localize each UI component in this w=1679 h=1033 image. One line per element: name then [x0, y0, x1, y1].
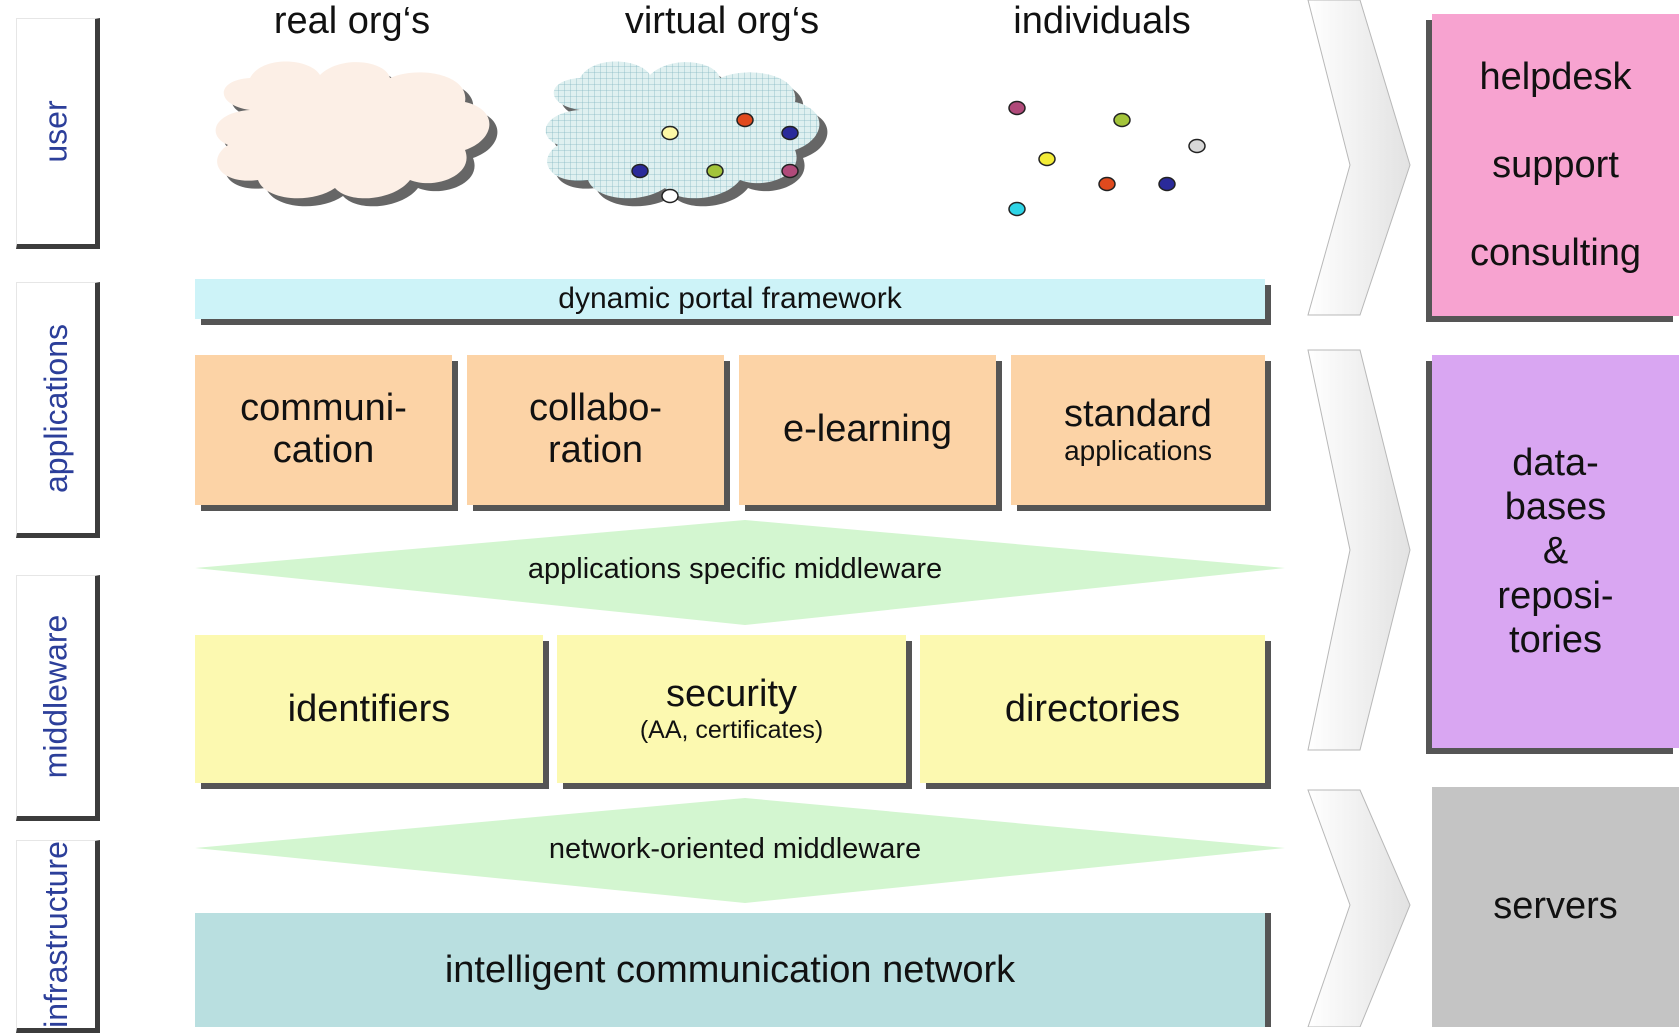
layer-label-applications: applications: [37, 323, 74, 493]
virtual-orgs-heading: virtual org‘s: [624, 0, 820, 42]
databases-line-1: data-: [1512, 442, 1599, 485]
arrow-top: [1307, 0, 1411, 316]
directories-box: directories: [920, 635, 1265, 783]
servers-label: servers: [1493, 885, 1618, 928]
support-label: support: [1492, 144, 1619, 186]
network-middleware-label: network-oriented middleware: [548, 833, 922, 865]
communication-line-1: communi-: [240, 387, 407, 430]
layer-tab-infrastructure: infrastructure: [16, 840, 100, 1033]
databases-box: data- bases & reposi- tories: [1432, 355, 1679, 748]
standard-applications-box: standard applications: [1011, 355, 1265, 505]
real-orgs-heading: real org‘s: [273, 0, 431, 42]
databases-line-3: &: [1542, 530, 1569, 573]
identifiers-box: identifiers: [195, 635, 543, 783]
layer-label-infrastructure: infrastructure: [37, 841, 74, 1028]
helpdesk-label: helpdesk: [1479, 56, 1632, 98]
applications-label: applications: [1064, 434, 1212, 466]
dynamic-portal-framework: dynamic portal framework: [195, 279, 1265, 319]
directories-label: directories: [1004, 687, 1181, 730]
layer-label-middleware: middleware: [37, 614, 74, 778]
databases-line-2: bases: [1504, 486, 1607, 529]
security-label: security: [666, 673, 797, 715]
elearning-box: e-learning: [739, 355, 996, 505]
communication-box: communi- cation: [195, 355, 452, 505]
arrow-bottom: [1307, 789, 1411, 1027]
network-middleware-diamond: [195, 798, 1285, 903]
network-label: intelligent communication network: [444, 948, 1016, 991]
security-sub-label: (AA, certificates): [639, 716, 824, 744]
real-org-cloud-body: [215, 61, 490, 199]
servers-box: servers: [1432, 787, 1679, 1027]
application-middleware-label: applications specific middleware: [527, 553, 943, 585]
collaboration-box: collabo- ration: [467, 355, 724, 505]
communication-line-2: cation: [272, 429, 375, 471]
arrow-middle: [1307, 349, 1411, 751]
security-box: security (AA, certificates): [557, 635, 906, 783]
databases-line-5: tories: [1509, 618, 1602, 661]
portal-label: dynamic portal framework: [558, 282, 902, 315]
individuals-heading: individuals: [1013, 0, 1191, 42]
user-illustrations: [215, 61, 1206, 217]
identifiers-label: identifiers: [287, 687, 451, 730]
layer-tab-user: user: [16, 18, 100, 249]
standard-label: standard: [1064, 392, 1212, 435]
layer-tab-applications: applications: [16, 282, 100, 538]
helpdesk-support-box: helpdesk support consulting: [1432, 14, 1679, 316]
virtual-org-cloud: [545, 61, 820, 199]
collaboration-line-2: ration: [547, 429, 644, 471]
databases-line-4: reposi-: [1497, 574, 1614, 617]
collaboration-line-1: collabo-: [528, 387, 663, 430]
right-arrows: [1307, 0, 1411, 1027]
application-middleware-diamond: [195, 520, 1285, 625]
consulting-label: consulting: [1469, 232, 1642, 274]
layer-tab-middleware: middleware: [16, 575, 100, 821]
intelligent-network-box: intelligent communication network: [195, 913, 1265, 1027]
elearning-label: e-learning: [783, 408, 952, 451]
